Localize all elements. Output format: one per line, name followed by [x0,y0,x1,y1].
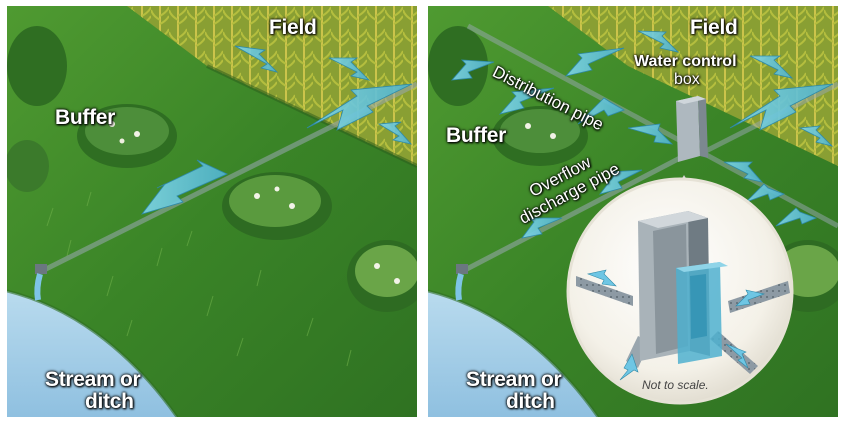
field-label: Field [269,16,317,39]
stream [7,291,177,417]
stream-label-line2: ditch [85,390,134,413]
left-scene [7,6,417,417]
flow-arrows [451,30,834,239]
flow-arrows [140,45,413,215]
left-illustration: Field Buffer Stream or ditch [7,6,417,417]
right-scene [428,6,838,417]
scale-note: Not to scale. [642,378,709,392]
right-illustration: Field Buffer Stream or ditch Distributio… [428,6,838,417]
stream-label-line1: Stream or [45,368,141,391]
water-control-box-label-line1: Water control [634,53,737,70]
water-control-box-label-line2: box [674,71,700,88]
stream-label-line1: Stream or [466,368,562,391]
stream [428,291,598,417]
buffer-label: Buffer [446,124,507,147]
water-control-box [676,96,708,162]
field-label: Field [690,16,738,39]
buffer-label: Buffer [55,106,116,129]
stream-label-line2: ditch [506,390,555,413]
inset-circle [566,177,794,405]
overflow-pipe [461,155,682,274]
